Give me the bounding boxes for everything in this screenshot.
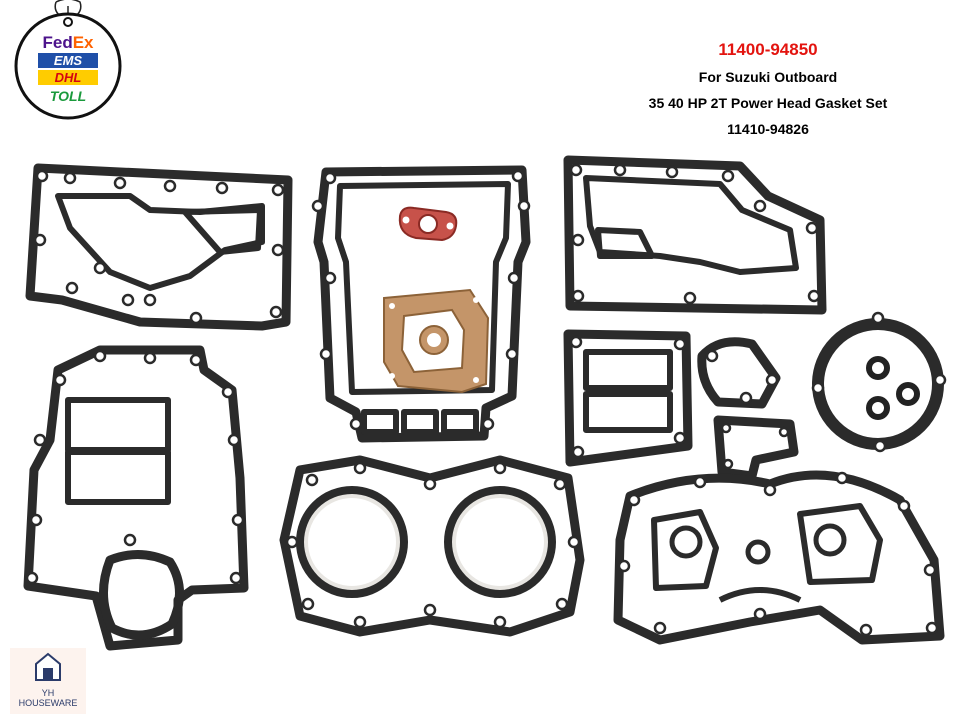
crankcase-cover-gasket	[311, 165, 531, 443]
cylinder-head-gasket	[279, 455, 585, 637]
small-cover-gasket	[713, 415, 799, 481]
oil-seal	[866, 396, 890, 420]
store-logo: YH HOUSEWARE	[10, 648, 86, 714]
alt-part-number: 11410-94826	[727, 121, 809, 137]
exhaust-cover-gasket-right	[563, 155, 827, 315]
block-cover-gasket	[613, 470, 945, 645]
oil-seal	[896, 382, 920, 406]
red-flange-gasket	[398, 206, 458, 242]
toll-logo: TOLL	[50, 88, 86, 104]
product-description: 35 40 HP 2T Power Head Gasket Set	[648, 95, 888, 111]
ems-logo: EMS	[54, 53, 83, 68]
dhl-logo: DHL	[55, 70, 82, 85]
reed-plate-gasket	[563, 329, 693, 467]
intake-manifold-gasket	[23, 345, 249, 651]
exhaust-cover-gasket-left	[25, 163, 293, 331]
store-logo-line1: YH	[41, 688, 55, 698]
fedex-logo: FedEx	[42, 33, 94, 52]
dhl-logo-bg	[38, 70, 98, 85]
ems-logo-bg	[38, 53, 98, 68]
thermostat-gasket	[697, 337, 781, 409]
product-title-block: 11400-94850 For Suzuki Outboard 35 40 HP…	[588, 36, 948, 142]
part-number: 11400-94850	[718, 40, 818, 59]
house-icon	[35, 652, 61, 681]
store-logo-line2: HOUSEWARE	[18, 698, 78, 708]
brand-line: For Suzuki Outboard	[698, 69, 838, 85]
cork-reed-valve-gasket	[383, 288, 490, 394]
round-gasket-with-seals	[811, 311, 947, 453]
shipping-carrier-badge: FedEx EMS DHL TOLL	[14, 0, 122, 120]
oil-seal	[866, 356, 890, 380]
